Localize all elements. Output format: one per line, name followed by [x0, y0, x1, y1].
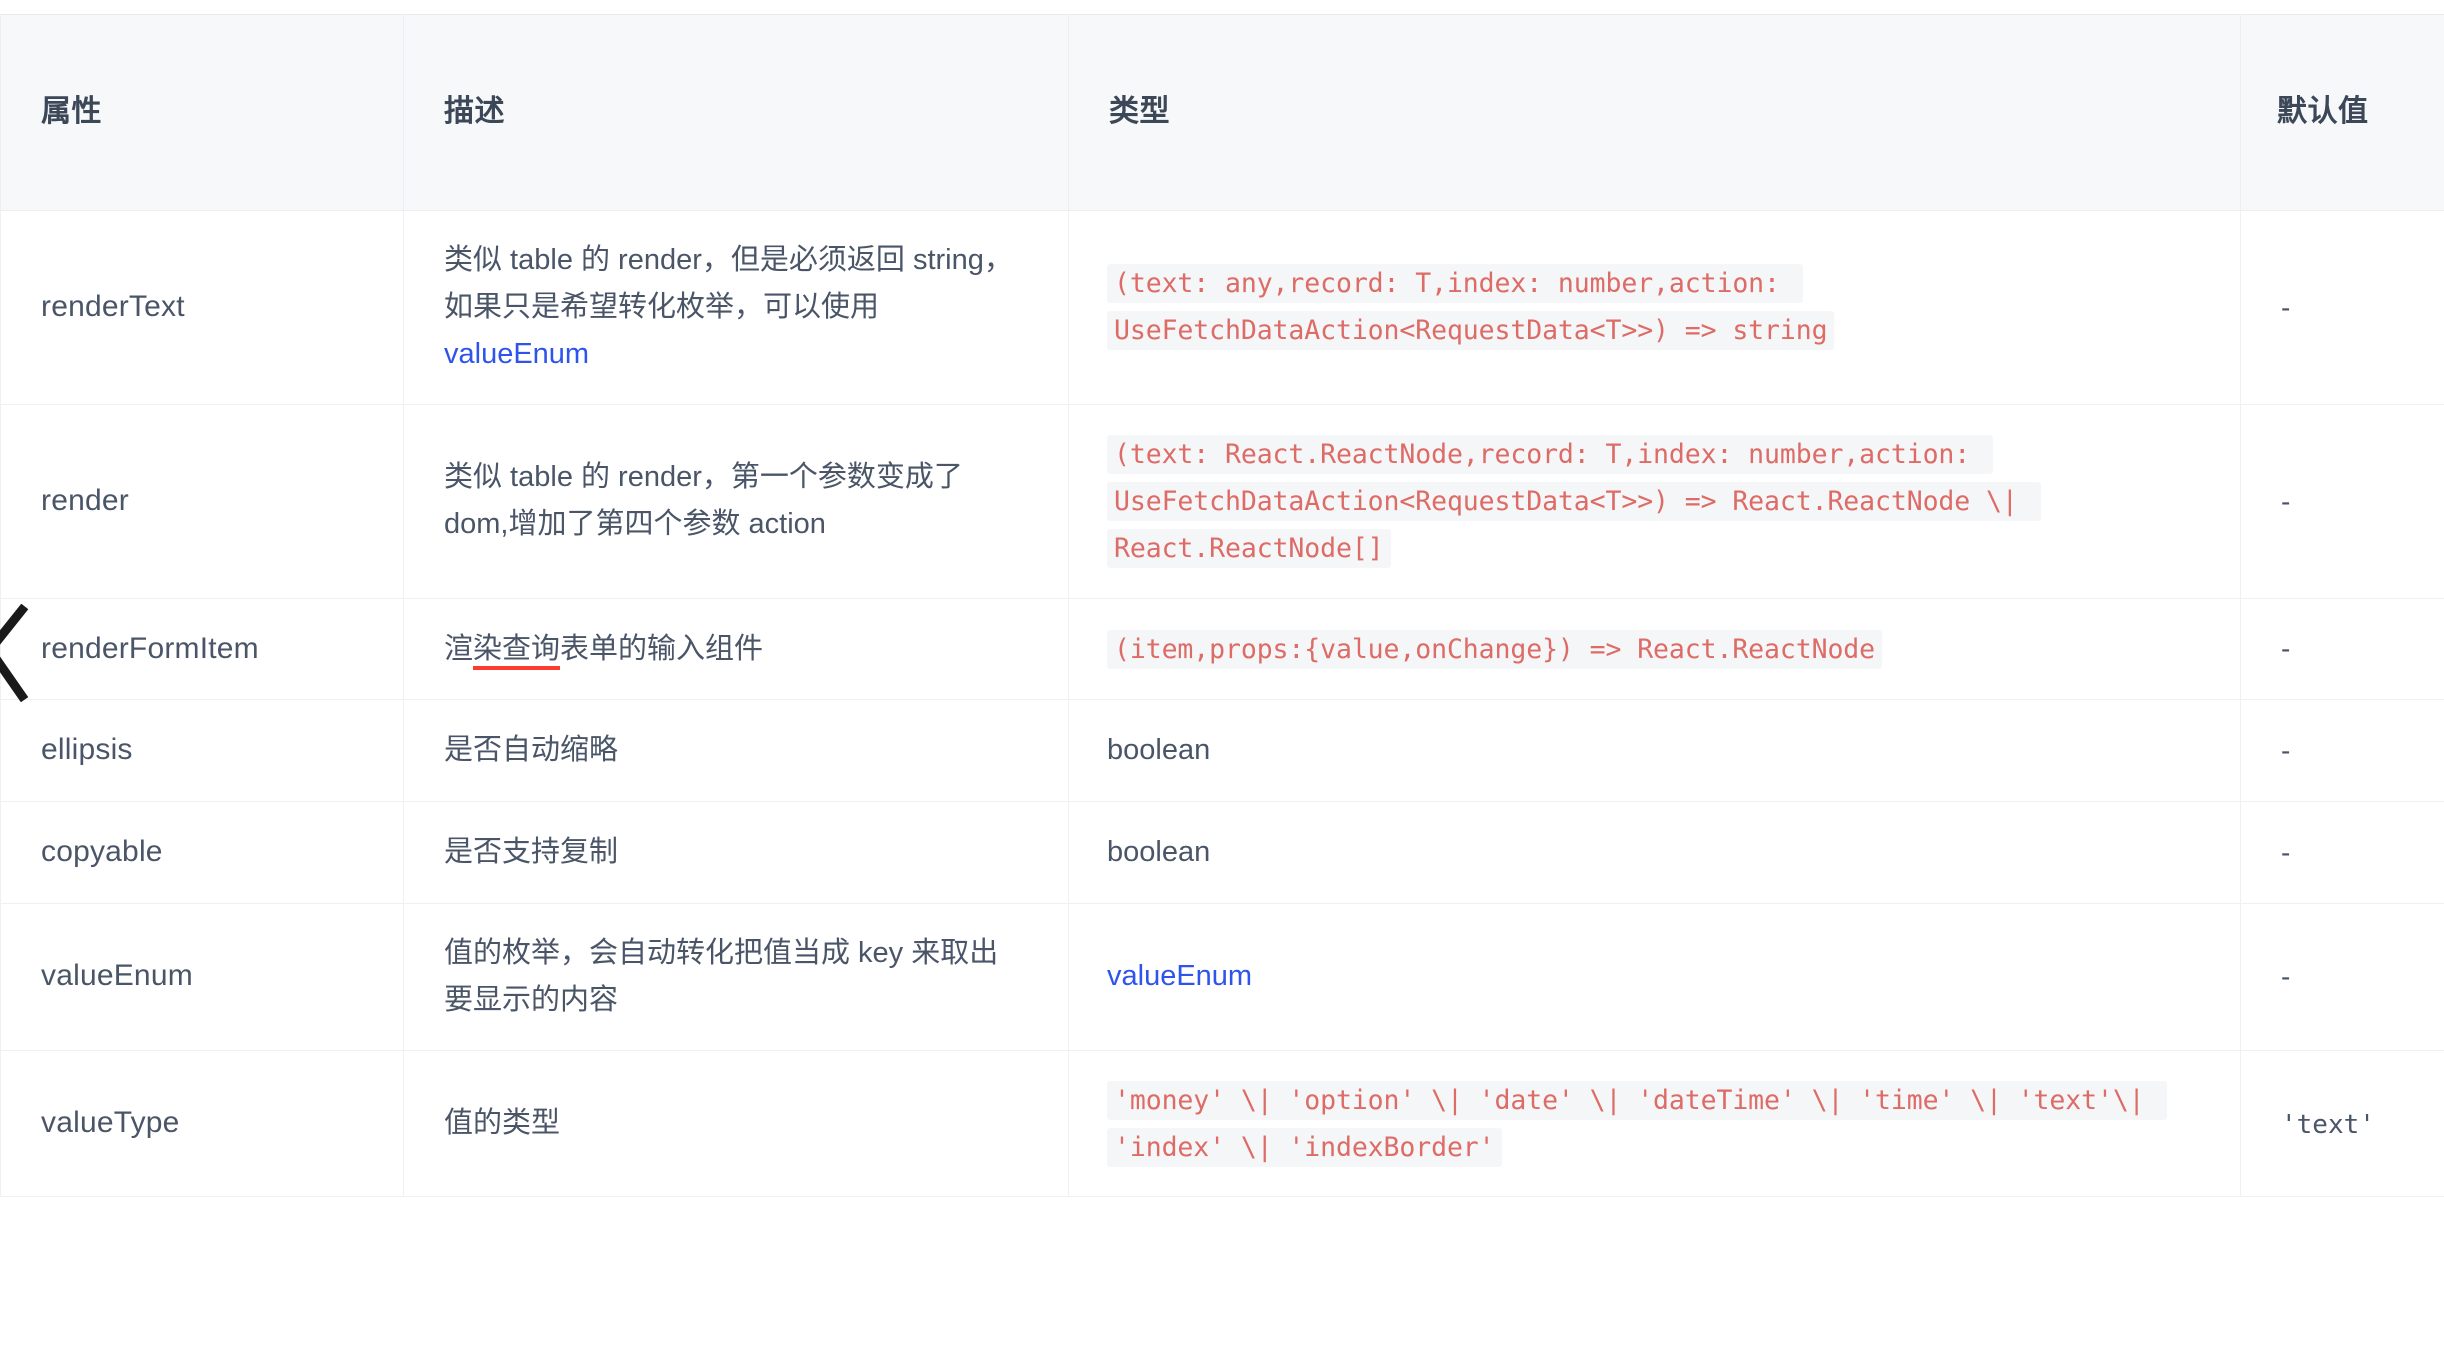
property-type: (text: any,record: T,index: number,actio… [1068, 210, 2241, 405]
property-default: - [2240, 699, 2444, 802]
property-default: - [2240, 801, 2444, 904]
property-name: ellipsis [0, 699, 404, 802]
table-row: valueType 值的类型 'money' \| 'option' \| 'd… [0, 1049, 2444, 1198]
default-code: 'text' [2281, 1109, 2375, 1140]
value-enum-link[interactable]: valueEnum [444, 337, 590, 370]
type-text: boolean [1107, 734, 1211, 767]
property-type: (text: React.ReactNode,record: T,index: … [1068, 403, 2241, 599]
property-default: - [2240, 210, 2444, 405]
type-code: (text: React.ReactNode,record: T,index: … [1107, 434, 2041, 568]
api-table-page: 属性 描述 类型 默认值 renderText 类似 table 的 rende… [0, 14, 2444, 1350]
column-header-description: 描述 [403, 14, 1069, 211]
property-description: 是否自动缩略 [403, 699, 1069, 802]
description-text-prefix: 渲 [444, 632, 474, 665]
property-default: - [2240, 403, 2444, 599]
table-header: 属性 描述 类型 默认值 [0, 14, 2444, 211]
property-name: copyable [0, 801, 404, 904]
property-description: 值的枚举，会自动转化把值当成 key 来取出要显示的内容 [403, 902, 1069, 1051]
property-default: - [2240, 902, 2444, 1051]
property-description: 是否支持复制 [403, 801, 1069, 904]
description-text: 类似 table 的 render，但是必须返回 string，如果只是希望转化… [444, 244, 1013, 323]
column-header-property: 属性 [0, 14, 404, 211]
property-description: 类似 table 的 render，第一个参数变成了 dom,增加了第四个参数 … [403, 403, 1069, 599]
column-header-default: 默认值 [2240, 14, 2444, 211]
property-type: valueEnum [1068, 902, 2241, 1051]
api-property-table: 属性 描述 类型 默认值 renderText 类似 table 的 rende… [0, 14, 2444, 1198]
table-row: valueEnum 值的枚举，会自动转化把值当成 key 来取出要显示的内容 v… [0, 902, 2444, 1051]
property-description: 类似 table 的 render，但是必须返回 string，如果只是希望转化… [403, 210, 1069, 405]
table-row: ellipsis 是否自动缩略 boolean - [0, 699, 2444, 802]
table-row: renderText 类似 table 的 render，但是必须返回 stri… [0, 210, 2444, 405]
type-text: boolean [1107, 835, 1211, 868]
property-type: 'money' \| 'option' \| 'date' \| 'dateTi… [1068, 1049, 2241, 1198]
property-name: valueType [0, 1049, 404, 1198]
property-default: - [2240, 597, 2444, 701]
type-code: 'money' \| 'option' \| 'date' \| 'dateTi… [1107, 1080, 2168, 1167]
table-header-row: 属性 描述 类型 默认值 [0, 14, 2444, 211]
property-name: valueEnum [0, 902, 404, 1051]
table-body: renderText 类似 table 的 render，但是必须返回 stri… [0, 210, 2444, 1198]
property-name: renderFormItem [0, 597, 404, 701]
spellcheck-underlined-text: 染查询 [473, 632, 561, 670]
property-type: boolean [1068, 699, 2241, 802]
property-description: 渲染查询表单的输入组件 [403, 597, 1069, 701]
property-type: (item,props:{value,onChange}) => React.R… [1068, 597, 2241, 701]
table-row: renderFormItem 渲染查询表单的输入组件 (item,props:{… [0, 597, 2444, 701]
type-code: (item,props:{value,onChange}) => React.R… [1107, 629, 1883, 669]
table-row: render 类似 table 的 render，第一个参数变成了 dom,增加… [0, 403, 2444, 599]
table-row: copyable 是否支持复制 boolean - [0, 801, 2444, 904]
value-enum-type-link[interactable]: valueEnum [1107, 960, 1253, 993]
property-name: render [0, 403, 404, 599]
property-type: boolean [1068, 801, 2241, 904]
property-description: 值的类型 [403, 1049, 1069, 1198]
description-text-suffix: 表单的输入组件 [560, 632, 764, 665]
column-header-type: 类型 [1068, 14, 2241, 211]
property-default: 'text' [2240, 1049, 2444, 1198]
property-name: renderText [0, 210, 404, 405]
type-code: (text: any,record: T,index: number,actio… [1107, 264, 1835, 351]
